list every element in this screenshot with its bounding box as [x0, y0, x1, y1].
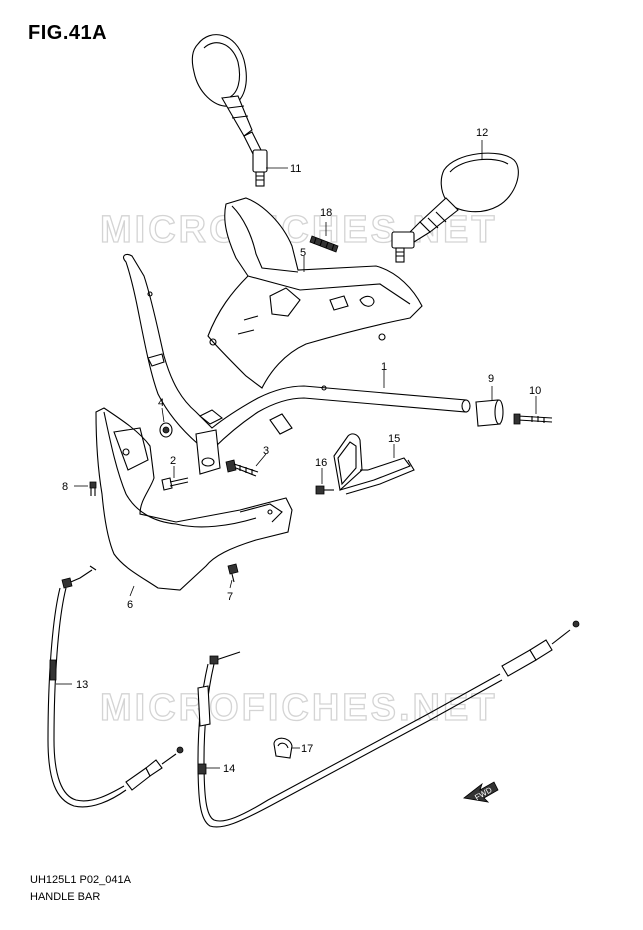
handle-bar [123, 253, 471, 475]
callout-11: 11 [290, 163, 301, 175]
bolt-2 [161, 477, 189, 491]
upper-handle-cover [207, 197, 423, 389]
right-mirror [391, 152, 519, 263]
grip-end [475, 399, 504, 427]
callout-14: 14 [223, 763, 235, 775]
callout-4: 4 [158, 397, 164, 409]
clip-part [309, 235, 339, 253]
figure-name: HANDLE BAR [30, 891, 101, 903]
cable-14 [197, 620, 580, 828]
figure-code: UH125L1 P02_041A [30, 874, 131, 886]
fwd-arrow: FWD [463, 781, 499, 803]
clip-7 [227, 563, 239, 583]
figure-title: FIG.41A [28, 22, 108, 44]
bracket-15 [333, 433, 415, 495]
callout-15: 15 [388, 433, 400, 445]
cable-13 [47, 565, 184, 808]
callout-8: 8 [62, 481, 68, 493]
callout-5: 5 [300, 247, 306, 259]
callout-7: 7 [227, 591, 233, 603]
front-handle-cover [95, 407, 293, 591]
watermark-bottom: MICROFICHES.NET [100, 687, 498, 729]
callout-3: 3 [263, 445, 269, 457]
callout-10: 10 [529, 385, 541, 397]
callout-6: 6 [127, 599, 133, 611]
callout-12: 12 [476, 127, 488, 139]
clamp-17 [273, 737, 293, 759]
screw-16 [315, 485, 334, 495]
screw-8 [89, 481, 97, 496]
bolt-3 [225, 459, 259, 477]
callout-18: 18 [320, 207, 332, 219]
callout-17: 17 [301, 743, 313, 755]
callout-1: 1 [381, 361, 387, 373]
callout-16: 16 [315, 457, 327, 469]
callout-9: 9 [488, 373, 494, 385]
nut-4 [159, 422, 173, 438]
left-mirror [191, 34, 268, 187]
callout-13: 13 [76, 679, 88, 691]
bolt-10 [513, 413, 553, 425]
leader-lines [56, 140, 537, 769]
callout-2: 2 [170, 455, 176, 467]
